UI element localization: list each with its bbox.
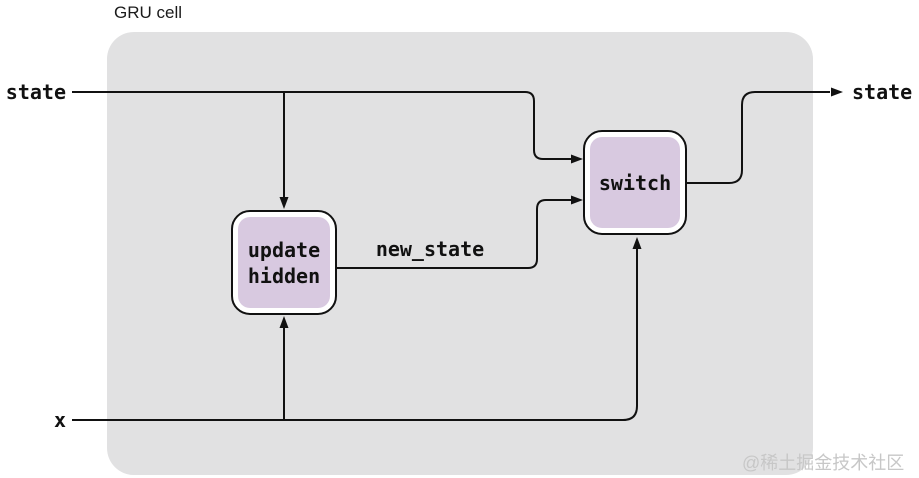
- diagram-title: GRU cell: [114, 3, 183, 22]
- arrowhead-state-to-switch: [571, 154, 583, 164]
- output-state-label: state: [852, 80, 913, 104]
- arrowhead-new-state-to-switch: [571, 195, 583, 205]
- node-update-hidden-label-line1: update: [247, 237, 321, 262]
- node-switch-body: switch: [590, 137, 680, 228]
- arrowhead-x-to-update-hidden: [279, 316, 289, 328]
- arrowhead-x-to-switch: [632, 237, 642, 249]
- node-update-hidden-label-line2: hidden: [247, 263, 321, 288]
- arrowhead-switch-to-state-output: [831, 87, 843, 97]
- edge-state-to-switch: [72, 91, 571, 160]
- node-switch: switch: [583, 130, 687, 235]
- node-update-hidden-body: update hidden: [238, 217, 330, 308]
- edge-new-state-to-switch: [337, 199, 571, 269]
- node-switch-label: switch: [598, 170, 672, 195]
- gru-cell-panel: [107, 32, 813, 475]
- edge-x-to-switch: [72, 249, 638, 421]
- watermark: @稀土掘金技术社区: [742, 453, 905, 473]
- arrowhead-state-to-update-hidden: [279, 197, 289, 209]
- edge-label-new-state: new_state: [375, 237, 485, 261]
- input-state-label: state: [5, 80, 66, 104]
- edge-switch-to-state-output: [687, 91, 830, 184]
- input-x-label: x: [53, 408, 66, 432]
- node-update-hidden: update hidden: [231, 210, 337, 315]
